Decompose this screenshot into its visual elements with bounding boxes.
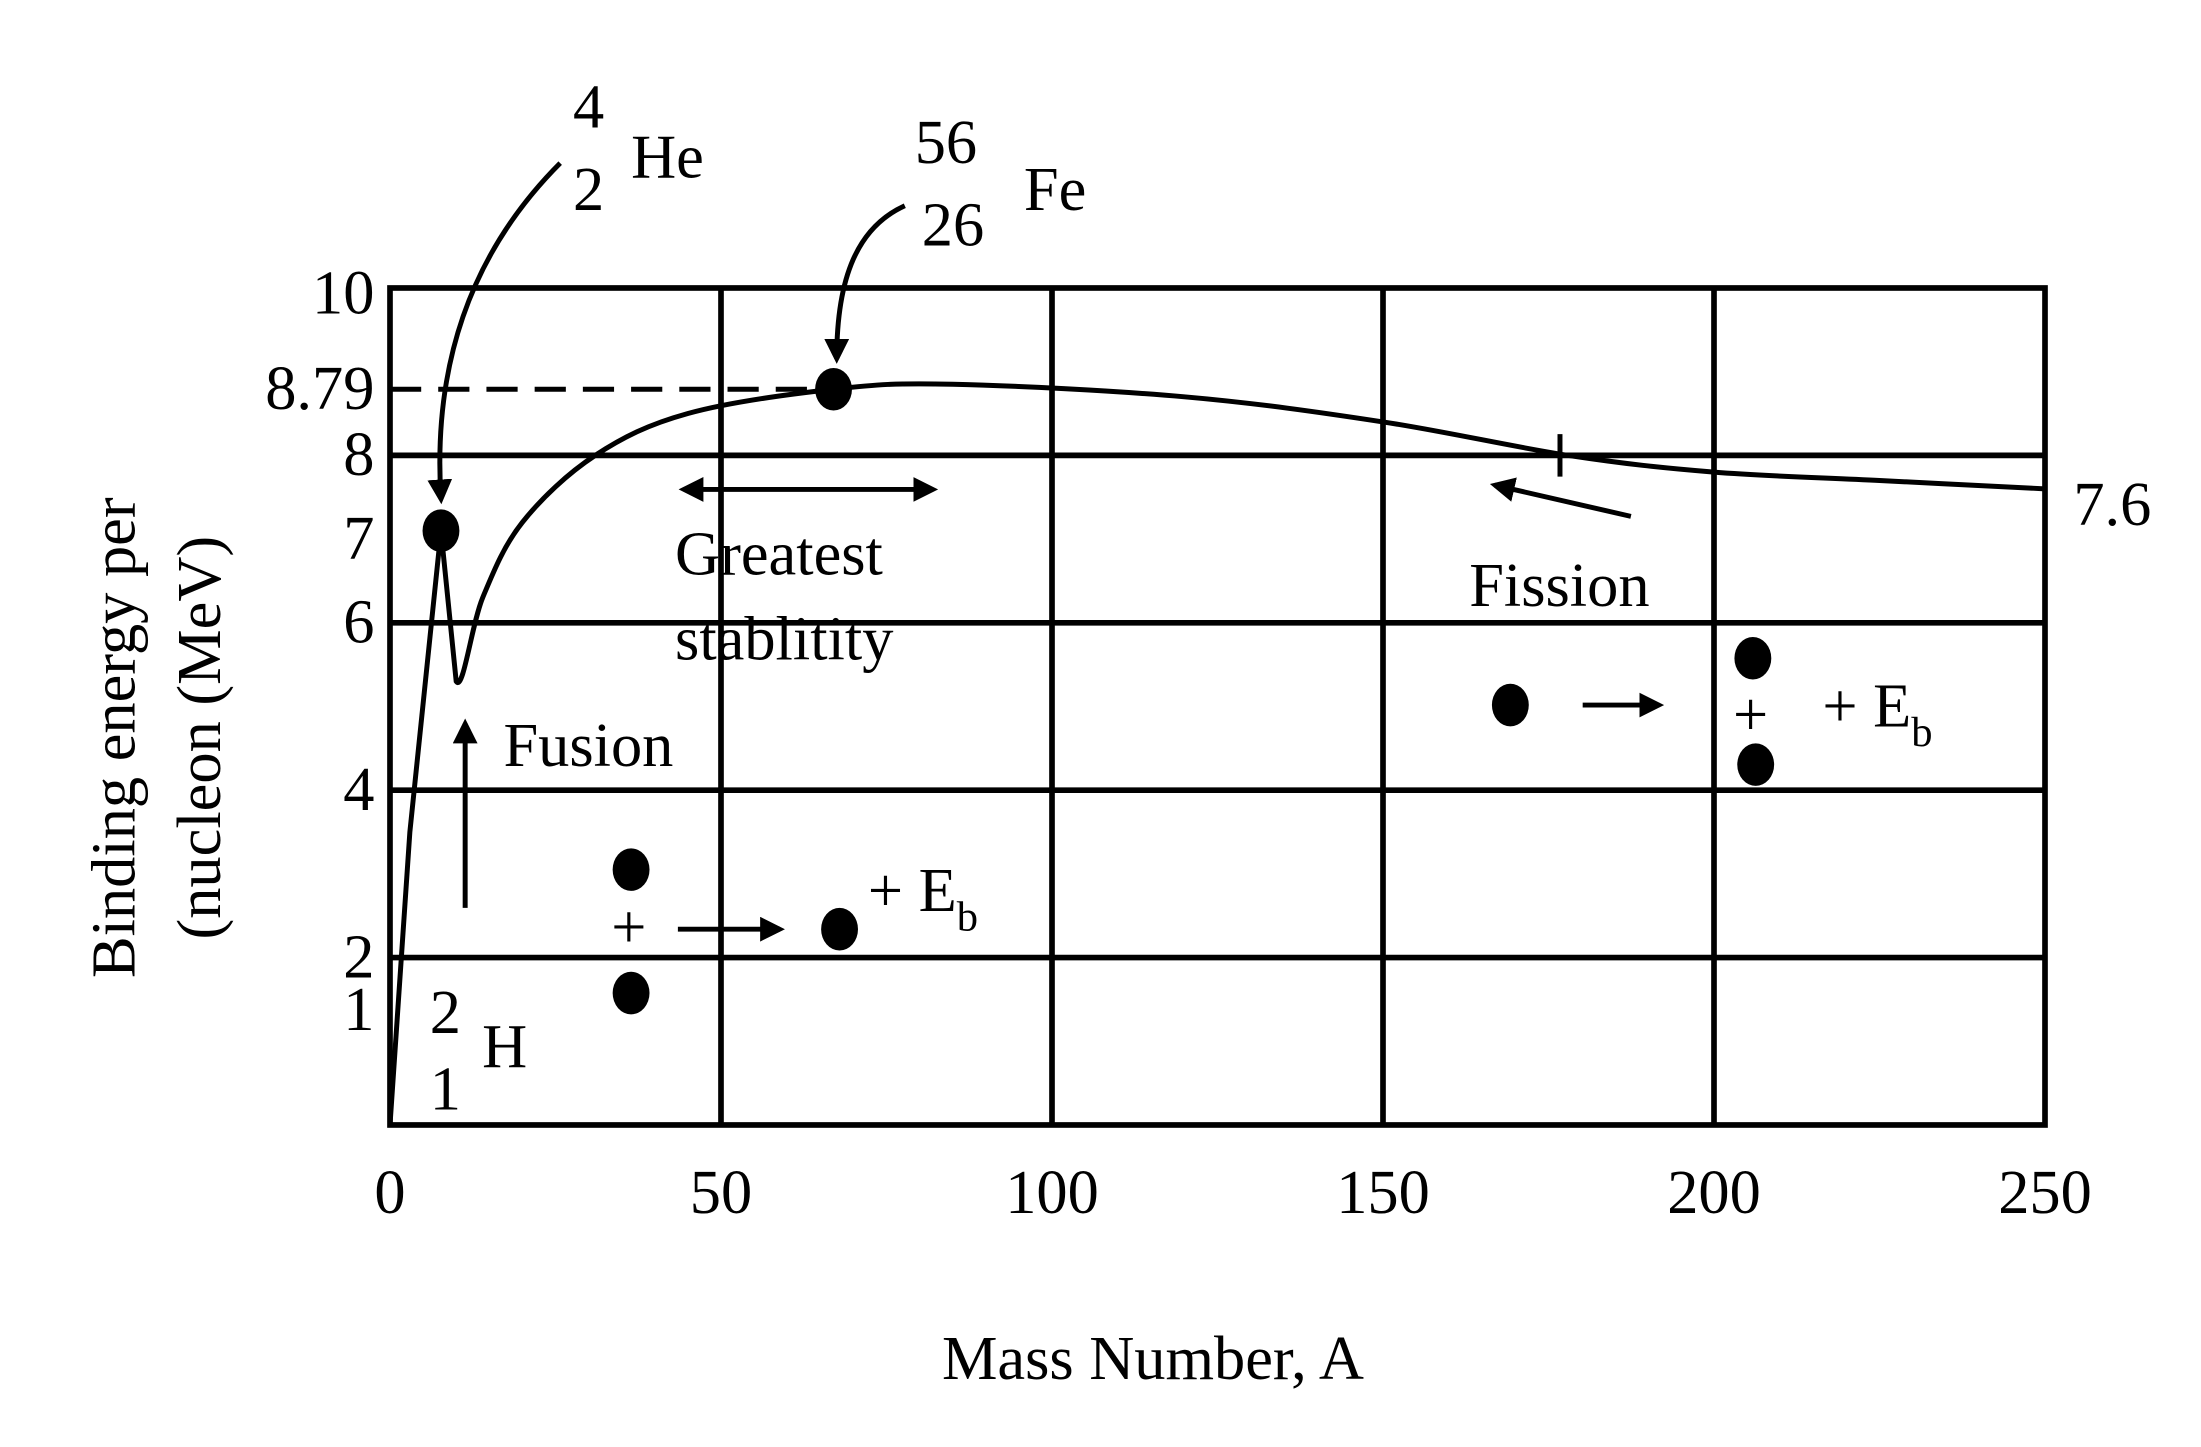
y-tick-label: 4 xyxy=(343,755,374,824)
y-tick-labels: 10 8.798 7 6 4 21 xyxy=(265,259,374,1044)
x-tick-label: 100 xyxy=(1005,1158,1099,1227)
x-axis-label: Mass Number, A xyxy=(942,1324,1364,1393)
point-fe xyxy=(815,367,852,411)
stability-label-line2: stablitity xyxy=(675,605,893,674)
y-tick-label: 2 xyxy=(343,922,374,991)
fission-product-2 xyxy=(1737,743,1775,786)
fusion-product xyxy=(821,907,858,951)
y-tick-label: 1 xyxy=(343,975,374,1044)
x-tick-label: 250 xyxy=(1998,1158,2092,1227)
fusion-plus: + xyxy=(611,893,646,962)
x-tick-labels: 0 50 100 150 200 250 xyxy=(374,1158,2091,1227)
fe-pointer-arrow xyxy=(824,203,906,364)
plot-frame xyxy=(387,285,2048,1128)
he-mass-number: 4 xyxy=(573,73,604,142)
fusion-reactant-2 xyxy=(612,971,650,1015)
y-tick-label: 7 xyxy=(343,504,374,573)
y-tick-label: 8.79 xyxy=(265,354,374,423)
energy-subscript: b xyxy=(957,894,978,941)
fission-product-1 xyxy=(1734,636,1772,680)
energy-subscript: b xyxy=(1911,709,1932,756)
fusion-reactant-1 xyxy=(612,848,650,891)
he-symbol: He xyxy=(631,122,704,191)
fusion-energy-label: + Eb xyxy=(868,856,978,941)
he-atomic-number: 2 xyxy=(573,155,604,224)
energy-text: + E xyxy=(1822,671,1911,740)
h-mass-number: 2 xyxy=(430,978,461,1047)
y-tick-label: 6 xyxy=(343,588,374,657)
stability-label-line1: Greatest xyxy=(675,520,883,589)
fission-energy-label: + Eb xyxy=(1822,671,1932,756)
fission-nucleus xyxy=(1491,683,1529,727)
grid xyxy=(387,285,2048,1128)
y-tick-label: 10 xyxy=(312,259,374,328)
y-axis-label-line1: Binding energy per xyxy=(80,497,149,978)
h-symbol: H xyxy=(482,1012,527,1081)
point-he xyxy=(422,509,460,552)
x-tick-label: 50 xyxy=(690,1158,752,1227)
curve-layer xyxy=(387,367,2046,1126)
binding-energy-curve xyxy=(387,381,2046,1126)
y-tick-label: 8 xyxy=(343,420,374,489)
end-value-label: 7.6 xyxy=(2073,470,2151,539)
x-tick-label: 0 xyxy=(374,1158,405,1227)
fission-plus: + xyxy=(1733,680,1768,749)
energy-text: + E xyxy=(868,856,957,925)
x-tick-label: 150 xyxy=(1336,1158,1430,1227)
fission-arrow xyxy=(1489,477,1632,519)
fission-label: Fission xyxy=(1469,551,1649,620)
h-atomic-number: 1 xyxy=(430,1054,461,1123)
he-pointer-arrow xyxy=(427,161,562,505)
fe-atomic-number: 26 xyxy=(922,190,984,259)
fe-mass-number: 56 xyxy=(915,108,977,177)
fusion-label: Fusion xyxy=(503,711,673,780)
x-tick-label: 200 xyxy=(1667,1158,1761,1227)
fe-symbol: Fe xyxy=(1024,155,1086,224)
y-axis-label-line2: (nucleon (MeV) xyxy=(165,536,234,940)
